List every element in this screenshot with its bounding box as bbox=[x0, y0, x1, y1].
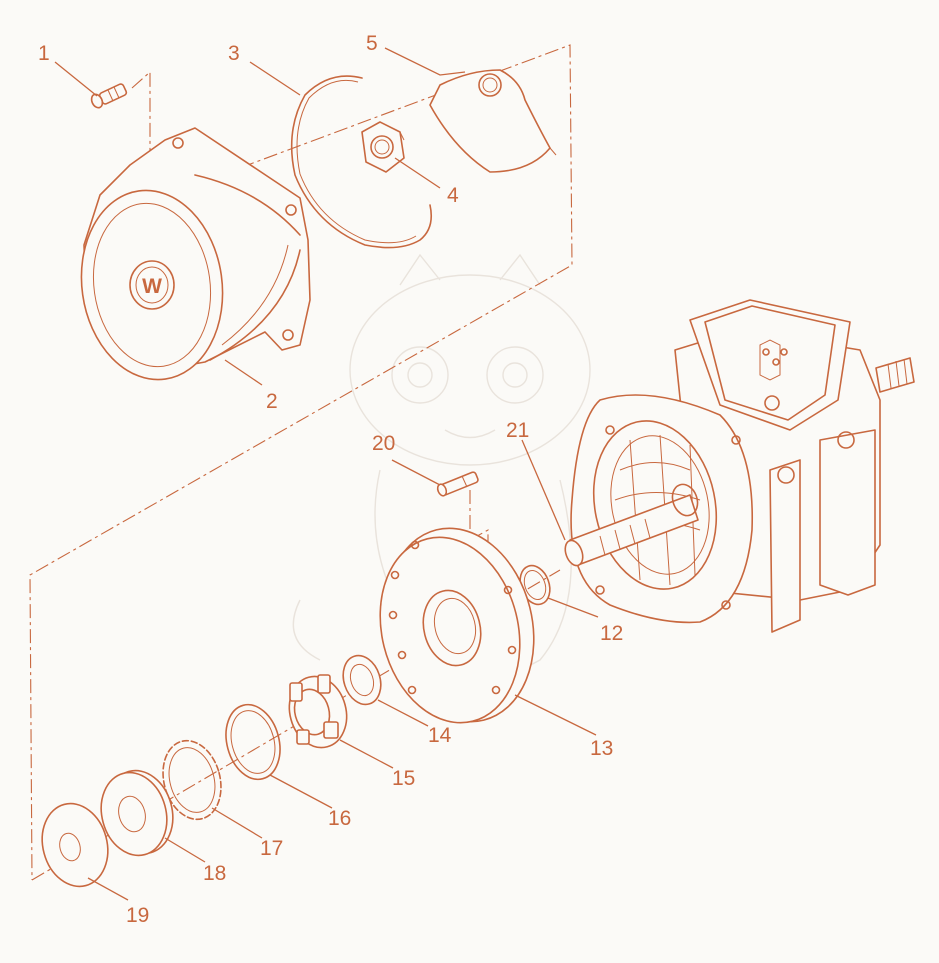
part-2-fan-cover: W bbox=[80, 127, 311, 381]
callout-19: 19 bbox=[126, 904, 149, 927]
motor-body bbox=[570, 299, 915, 633]
part-20-pin bbox=[436, 471, 479, 497]
part-15-bearing bbox=[288, 674, 348, 749]
callout-20: 20 bbox=[372, 432, 395, 455]
part-17-wave-washer bbox=[162, 739, 222, 821]
callout-15: 15 bbox=[392, 767, 415, 790]
callout-21: 21 bbox=[506, 419, 529, 442]
part-14-washer bbox=[342, 654, 382, 706]
callout-1: 1 bbox=[38, 42, 50, 65]
callout-12: 12 bbox=[600, 622, 623, 645]
part-13-end-shield bbox=[379, 527, 535, 724]
part-1-screw bbox=[90, 83, 128, 109]
part-3-retaining-wire bbox=[290, 75, 433, 249]
callout-13: 13 bbox=[590, 737, 613, 760]
part-5-fan-blade bbox=[429, 69, 557, 173]
manufacturer-logo-badge bbox=[129, 260, 175, 310]
callout-3: 3 bbox=[228, 42, 240, 65]
callout-5: 5 bbox=[366, 32, 378, 55]
part-21-shaft bbox=[564, 483, 699, 567]
callout-14: 14 bbox=[428, 724, 452, 747]
part-4-hex-nut bbox=[361, 121, 405, 173]
callout-4: 4 bbox=[447, 184, 459, 207]
callout-labels: 1 3 5 4 2 20 21 12 13 14 15 16 17 18 19 bbox=[38, 32, 623, 927]
logo-letter: W bbox=[142, 275, 162, 298]
callout-16: 16 bbox=[328, 807, 351, 830]
callout-2: 2 bbox=[266, 390, 278, 413]
callout-17: 17 bbox=[260, 837, 283, 860]
callout-18: 18 bbox=[203, 862, 226, 885]
leader-lines bbox=[54, 47, 599, 901]
part-18-thick-washer bbox=[100, 769, 174, 857]
part-19-flat-washer bbox=[41, 802, 109, 888]
part-16-circlip bbox=[225, 703, 281, 781]
